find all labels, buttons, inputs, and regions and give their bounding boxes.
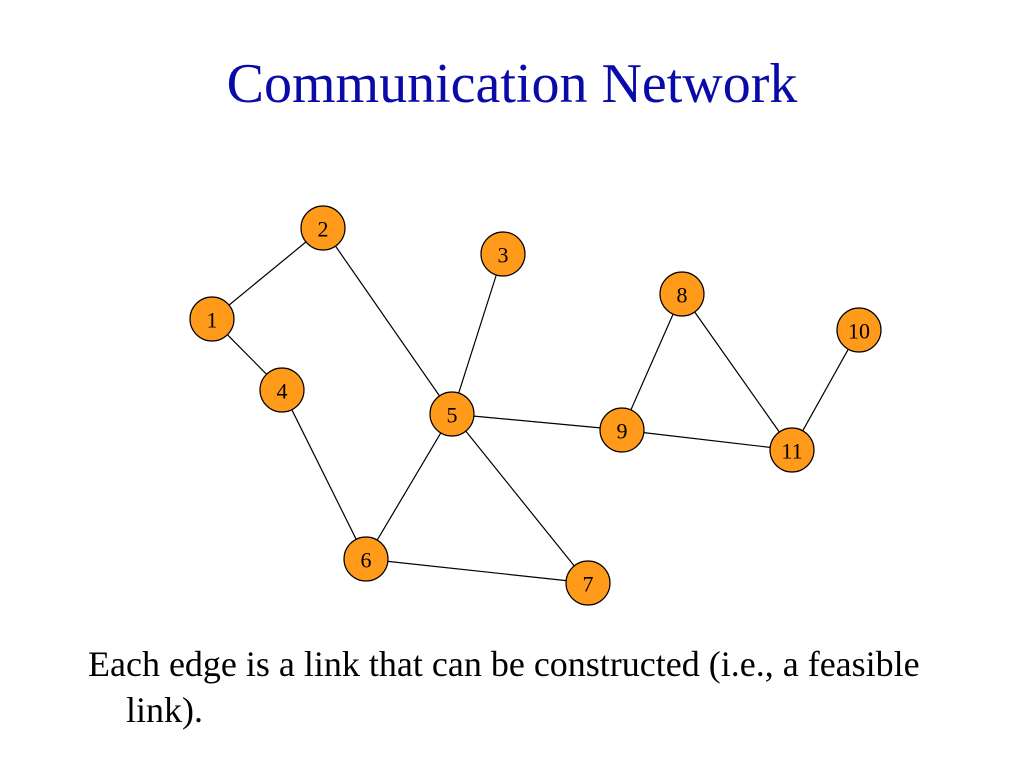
node-6-label: 6 — [361, 548, 372, 573]
edge-4-6 — [291, 409, 357, 540]
node-2-label: 2 — [318, 217, 329, 242]
node-10: 10 — [836, 307, 882, 353]
node-5-label: 5 — [447, 403, 458, 428]
node-6: 6 — [343, 536, 389, 582]
caption-text: Each edge is a link that can be construc… — [88, 644, 920, 730]
edge-8-11 — [694, 311, 780, 433]
edge-8-9 — [630, 313, 674, 411]
edge-5-9 — [473, 415, 601, 429]
edge-5-7 — [465, 430, 575, 567]
node-6-circle — [343, 536, 389, 582]
node-7-label: 7 — [583, 572, 594, 597]
node-2: 2 — [300, 205, 346, 251]
node-5: 5 — [429, 391, 475, 437]
slide-title: Communication Network — [226, 53, 798, 115]
node-3-label: 3 — [498, 243, 509, 268]
edge-1-4 — [226, 334, 268, 375]
edge-2-5 — [335, 245, 440, 397]
node-4-label: 4 — [277, 379, 288, 404]
nodes-layer: 1 2 3 4 5 6 7 8 9 10 11 — [189, 205, 882, 606]
edge-5-6 — [376, 432, 442, 541]
node-9-circle — [599, 407, 645, 453]
edge-3-5 — [458, 274, 497, 394]
node-9: 9 — [599, 407, 645, 453]
node-8: 8 — [659, 271, 705, 317]
node-11-label: 11 — [781, 439, 802, 464]
node-5-circle — [429, 391, 475, 437]
node-1-label: 1 — [207, 308, 218, 333]
node-2-circle — [300, 205, 346, 251]
node-4-circle — [259, 367, 305, 413]
node-10-circle — [836, 307, 882, 353]
node-4: 4 — [259, 367, 305, 413]
node-3-circle — [480, 231, 526, 277]
edge-1-2 — [228, 241, 307, 306]
node-7: 7 — [565, 560, 611, 606]
edge-9-11 — [643, 432, 771, 448]
node-8-circle — [659, 271, 705, 317]
edges-layer — [226, 241, 849, 582]
node-10-label: 10 — [848, 319, 870, 344]
edge-6-7 — [387, 560, 567, 582]
node-11: 11 — [769, 427, 815, 473]
node-1: 1 — [189, 296, 235, 342]
node-9-label: 9 — [617, 419, 628, 444]
edge-10-11 — [802, 348, 849, 432]
node-7-circle — [565, 560, 611, 606]
node-11-circle — [769, 427, 815, 473]
node-8-label: 8 — [677, 283, 688, 308]
node-1-circle — [189, 296, 235, 342]
node-3: 3 — [480, 231, 526, 277]
